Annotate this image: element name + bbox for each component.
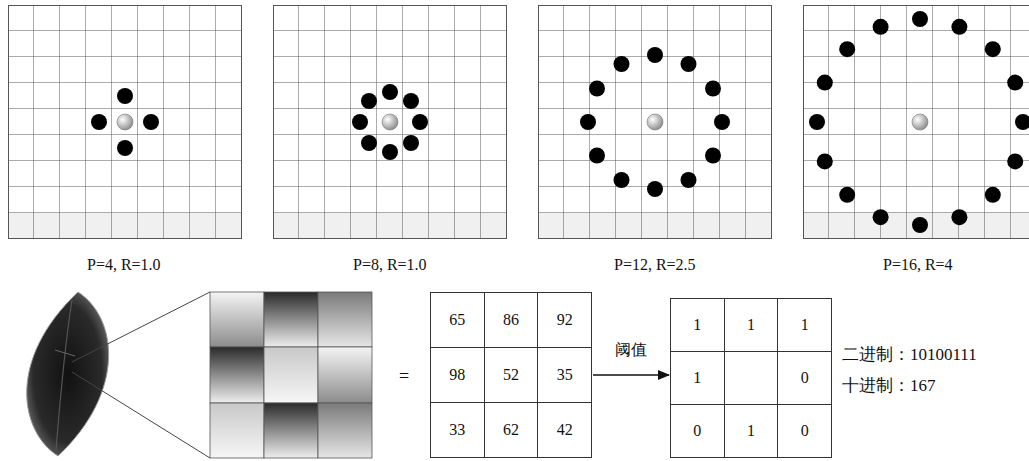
table-cell: 62 [484, 402, 539, 458]
edge-label: 阈值 [613, 340, 649, 361]
threshold-arrow [593, 374, 669, 375]
table-cell: 52 [484, 347, 539, 403]
zoom-line [72, 292, 210, 362]
table-cell: 42 [537, 402, 592, 458]
table-cell: 1 [724, 298, 779, 352]
table-cell: 98 [430, 347, 485, 403]
value-grid: 658692 985235 336242 [430, 292, 592, 458]
table-cell: 92 [537, 292, 592, 348]
zoom-line [72, 372, 210, 458]
code-value: 十进制：167 [842, 374, 936, 397]
parameter-caption: P=4, R=1.0 [87, 256, 161, 274]
table-cell: 1 [670, 298, 725, 352]
grid-panel [803, 5, 1029, 239]
zoom-patch [210, 292, 372, 458]
table-cell: 86 [484, 292, 539, 348]
parameter-caption: P=12, R=2.5 [614, 256, 696, 274]
table-cell: 1 [724, 404, 779, 458]
table-cell: 1 [670, 351, 725, 405]
table-cell: 0 [670, 404, 725, 458]
leaf-image [27, 292, 109, 456]
parameter-caption: P=8, R=1.0 [353, 256, 427, 274]
table-cell: 1 [777, 298, 832, 352]
grid-panel [8, 5, 242, 239]
parameter-caption: P=16, R=4 [883, 256, 953, 274]
table-cell: 65 [430, 292, 485, 348]
grid-panel [538, 5, 772, 239]
table-cell: 35 [537, 347, 592, 403]
grid-panel [273, 5, 507, 239]
value-grid: 11110010 [670, 298, 832, 458]
table-cell: 0 [777, 404, 832, 458]
empty-cell [724, 351, 779, 405]
table-cell: 0 [777, 351, 832, 405]
table-cell: 33 [430, 402, 485, 458]
code-value: 二进制：10100111 [842, 343, 977, 366]
equals-sign: = [399, 366, 409, 387]
